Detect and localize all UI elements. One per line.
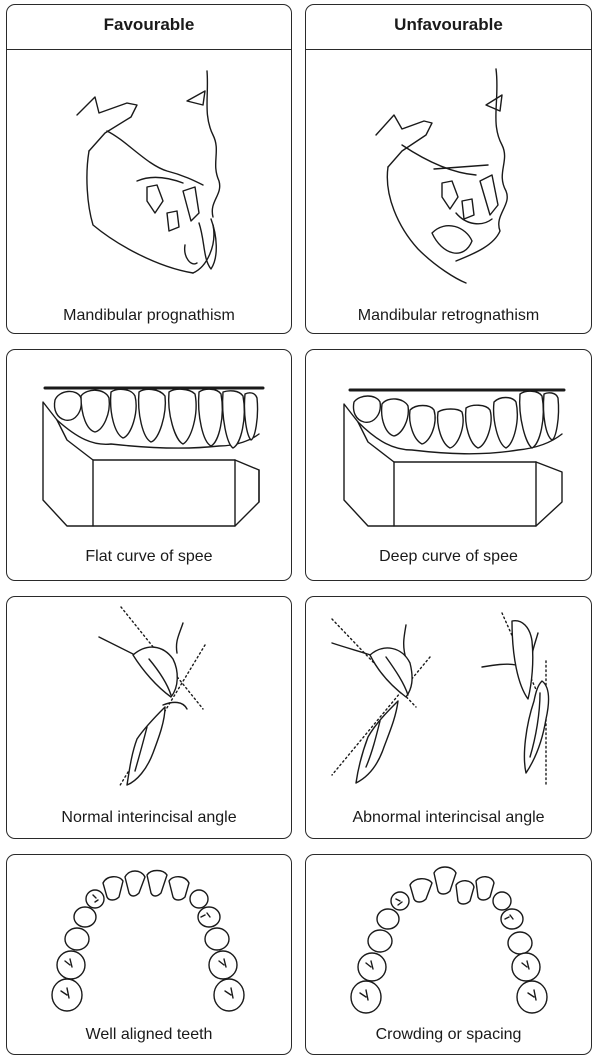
panel-abnormal-interincisal-angle: Abnormal interincisal angle <box>305 596 592 839</box>
flat-curve-of-spee-illustration <box>42 386 265 527</box>
caption-mandibular-retrognathism: Mandibular retrognathism <box>357 307 540 324</box>
caption-mandibular-prognathism: Mandibular prognathism <box>63 307 235 324</box>
panel-deep-curve-of-spee: Deep curve of spee <box>305 349 592 581</box>
panel-mandibular-retrognathism: Unfavourable Mandibular retrognathism <box>305 4 592 334</box>
panel-well-aligned-teeth: Well aligned teeth <box>6 854 292 1055</box>
caption-crowding-or-spacing: Crowding or spacing <box>375 1026 522 1043</box>
panel-normal-interincisal-angle: Normal interincisal angle <box>6 596 292 839</box>
caption-normal-interincisal-angle: Normal interincisal angle <box>61 809 237 826</box>
panel-mandibular-prognathism: Favourable Mandibular prognathism <box>6 4 292 334</box>
mandibular-prognathism-illustration <box>76 70 221 274</box>
panel-crowding-or-spacing: Crowding or spacing <box>305 854 592 1055</box>
caption-well-aligned-teeth: Well aligned teeth <box>85 1026 213 1043</box>
caption-flat-curve-of-spee: Flat curve of spee <box>85 548 213 565</box>
well-aligned-teeth-illustration <box>51 869 245 1012</box>
caption-abnormal-interincisal-angle: Abnormal interincisal angle <box>352 809 545 826</box>
caption-deep-curve-of-spee: Deep curve of spee <box>379 548 518 565</box>
deep-curve-of-spee-illustration <box>343 388 566 527</box>
abnormal-interincisal-angle-illustration <box>331 612 550 788</box>
column-header-unfavourable: Unfavourable <box>306 5 591 50</box>
crowding-or-spacing-illustration <box>350 866 548 1014</box>
panel-flat-curve-of-spee: Flat curve of spee <box>6 349 292 581</box>
column-header-favourable: Favourable <box>7 5 291 50</box>
normal-interincisal-angle-illustration <box>98 606 206 788</box>
mandibular-retrognathism-illustration <box>375 68 508 284</box>
